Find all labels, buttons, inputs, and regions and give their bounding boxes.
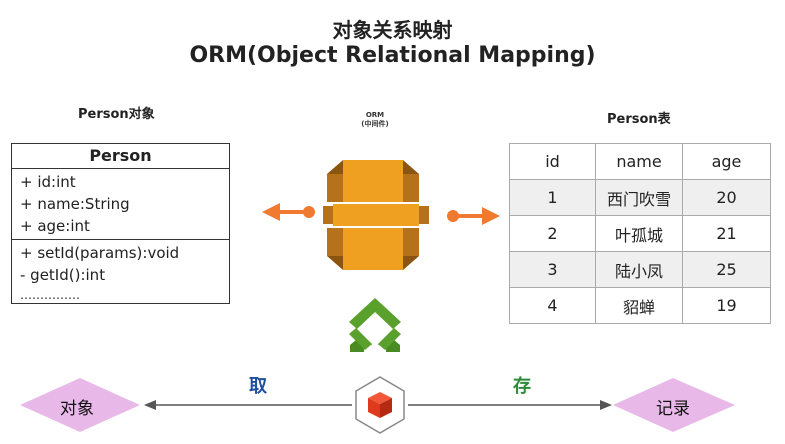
method-ellipsis: …………… [20, 288, 80, 302]
diagram-title: 对象关系映射 [332, 18, 453, 42]
attribute-age: + age:int [20, 217, 90, 235]
attribute-id: + id:int [20, 173, 76, 191]
orm-middleware-box-icon [323, 160, 429, 270]
object-heading: Person对象 [78, 107, 155, 122]
cell-id: 2 [509, 215, 596, 252]
object-node-label: 对象 [60, 399, 94, 419]
person-table: id name age 1 西门吹雪 20 2 叶孤城 21 3 陆小凤 25 … [509, 143, 771, 324]
column-header-name: name [595, 143, 683, 180]
cell-age: 21 [682, 215, 771, 252]
cell-name: 叶孤城 [595, 215, 683, 252]
table-header-row: id name age [509, 143, 771, 180]
orange-left-arrow-icon [262, 203, 315, 221]
class-name: Person [12, 144, 229, 169]
green-sync-arrows-icon [349, 298, 401, 352]
fetch-label: 取 [249, 376, 267, 397]
orange-right-arrow-icon [447, 207, 500, 225]
cell-name: 西门吹雪 [595, 179, 683, 216]
table-row: 4 貂蝉 19 [509, 287, 771, 324]
table-row: 3 陆小凤 25 [509, 251, 771, 288]
attribute-name: + name:String [20, 195, 130, 213]
class-attributes: + id:int + name:String + age:int [12, 169, 229, 240]
cell-age: 20 [682, 179, 771, 216]
cell-name: 貂蝉 [595, 287, 683, 324]
cell-id: 4 [509, 287, 596, 324]
table-row: 1 西门吹雪 20 [509, 179, 771, 216]
diagram-subtitle: ORM(Object Relational Mapping) [189, 43, 596, 68]
method-getid: - getId():int [20, 266, 106, 284]
cell-age: 25 [682, 251, 771, 288]
store-label: 存 [513, 376, 531, 397]
class-methods: + setId(params):void - getId():int …………… [12, 240, 229, 306]
record-node-diamond [613, 378, 735, 432]
cell-id: 1 [509, 179, 596, 216]
person-class-box: Person + id:int + name:String + age:int … [11, 143, 230, 304]
bottom-flow-line [144, 400, 612, 410]
record-node-label: 记录 [656, 399, 690, 419]
cell-id: 3 [509, 251, 596, 288]
method-setid: + setId(params):void [20, 244, 180, 262]
cell-name: 陆小凤 [595, 251, 683, 288]
table-row: 2 叶孤城 21 [509, 215, 771, 252]
column-header-age: age [682, 143, 771, 180]
cell-age: 19 [682, 287, 771, 324]
table-heading: Person表 [607, 112, 671, 127]
orm-sublabel-text: (中间件) [361, 120, 389, 128]
hex-cube-icon [355, 376, 405, 434]
orm-label: ORM (中间件) [345, 111, 405, 129]
orm-label-text: ORM [365, 111, 385, 119]
object-node-diamond [20, 378, 140, 432]
